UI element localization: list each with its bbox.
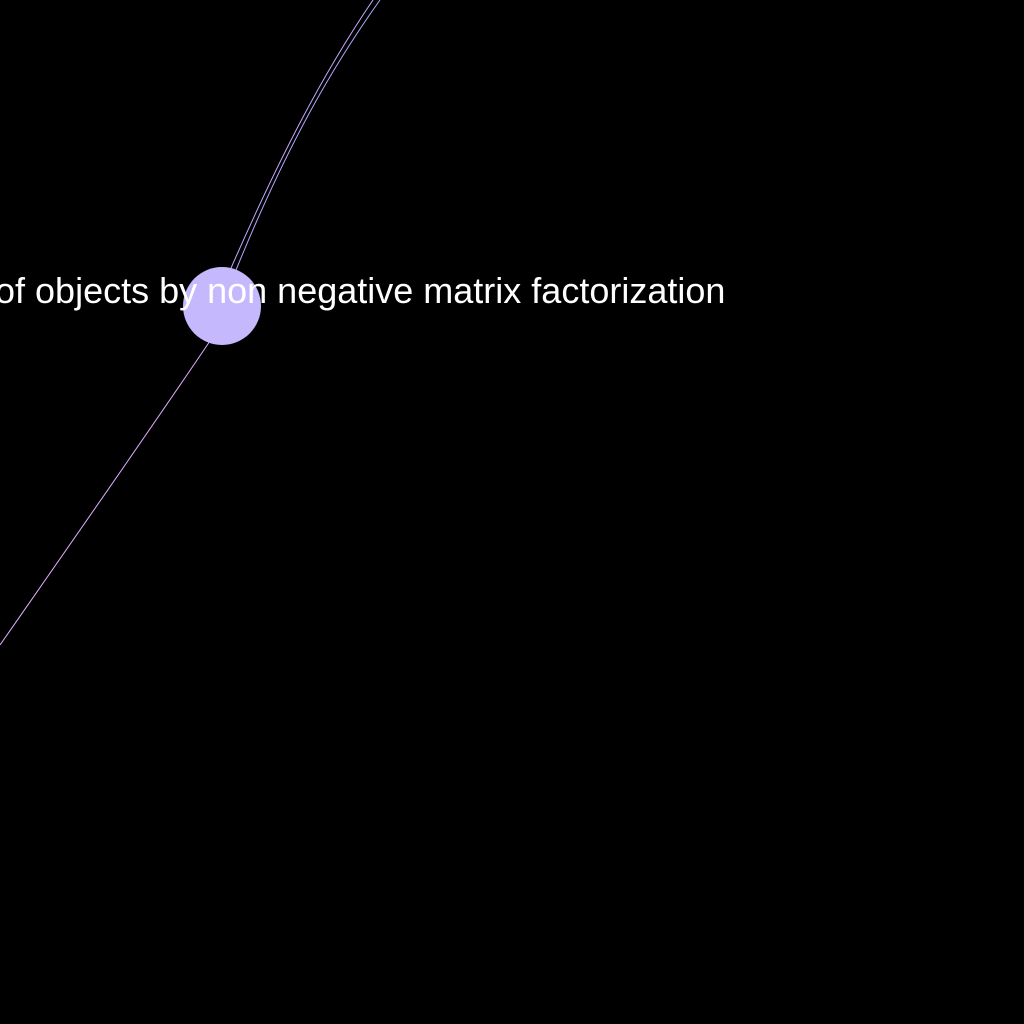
graph-edge [0,337,213,646]
graph-edge [235,0,381,271]
graph-edge [227,0,374,276]
node-label: of objects by non negative matrix factor… [0,270,725,311]
graph-node[interactable] [183,267,261,345]
